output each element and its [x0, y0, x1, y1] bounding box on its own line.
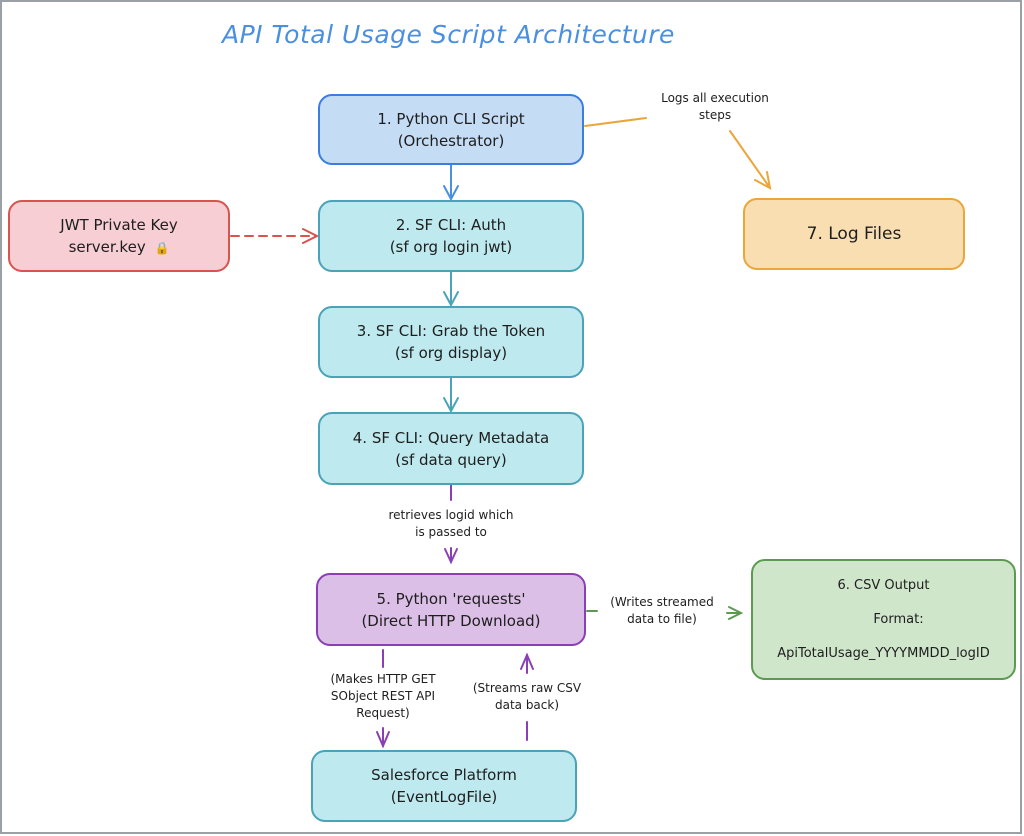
node-csv-output-format-value: ApiTotalUsage_YYYYMMDD_logID: [777, 645, 990, 661]
node-python-requests[interactable]: 5. Python 'requests' (Direct HTTP Downlo…: [316, 573, 586, 646]
arrow-request: [376, 649, 390, 749]
label-makes-request: (Makes HTTP GET SObject REST API Request…: [330, 672, 436, 720]
node-log-files-title: 7. Log Files: [806, 224, 902, 244]
node-sf-auth-subtitle: (sf org login jwt): [389, 238, 513, 256]
diagram-title: API Total Usage Script Architecture: [222, 20, 675, 49]
node-sf-query[interactable]: 4. SF CLI: Query Metadata (sf data query…: [318, 412, 584, 485]
arrow-4-to-5: [444, 484, 458, 565]
arrow-writes: [586, 606, 744, 620]
node-python-cli-subtitle: (Orchestrator): [397, 131, 505, 150]
arrow-logs: [584, 117, 772, 190]
node-jwt-key-file: server.key 🔒: [69, 236, 170, 259]
node-python-requests-subtitle: (Direct HTTP Download): [361, 611, 541, 630]
node-sf-token-title: 3. SF CLI: Grab the Token: [356, 322, 546, 340]
node-sf-query-title: 4. SF CLI: Query Metadata: [352, 428, 550, 447]
node-salesforce-platform-subtitle: (EventLogFile): [390, 788, 498, 806]
node-sf-auth-title: 2. SF CLI: Auth: [395, 216, 507, 234]
node-jwt-key-filename: server.key: [68, 237, 146, 256]
arrow-response: [520, 652, 534, 741]
node-salesforce-platform-title: Salesforce Platform: [371, 766, 517, 784]
label-retrieves: retrieves logid which is passed to: [388, 508, 514, 539]
node-jwt-key[interactable]: JWT Private Key server.key 🔒: [8, 200, 230, 272]
node-csv-output[interactable]: 6. CSV Output Format: ApiTotalUsage_YYYY…: [751, 559, 1016, 680]
node-sf-token-subtitle: (sf org display): [394, 344, 508, 362]
node-jwt-key-title: JWT Private Key: [60, 215, 178, 234]
label-logs: Logs all execution steps: [661, 91, 769, 122]
node-log-files[interactable]: 7. Log Files: [743, 198, 965, 270]
node-salesforce-platform[interactable]: Salesforce Platform (EventLogFile): [311, 750, 577, 822]
node-csv-output-title: 6. CSV Output: [837, 577, 930, 593]
node-python-requests-title: 5. Python 'requests': [376, 589, 526, 608]
node-csv-output-format-label: Format:: [873, 611, 924, 627]
arrow-jwt-to-auth: [230, 228, 320, 244]
arrow-2-to-3: [443, 271, 459, 308]
lock-icon: 🔒: [154, 240, 170, 255]
arrow-1-to-2: [443, 164, 459, 202]
label-writes: (Writes streamed data to file): [610, 595, 714, 626]
arrow-3-to-4: [443, 377, 459, 414]
node-python-cli-title: 1. Python CLI Script: [377, 109, 525, 128]
node-sf-query-subtitle: (sf data query): [395, 450, 507, 469]
node-python-cli[interactable]: 1. Python CLI Script (Orchestrator): [318, 94, 584, 165]
node-sf-token[interactable]: 3. SF CLI: Grab the Token (sf org displa…: [318, 306, 584, 378]
label-streams-back: (Streams raw CSV data back): [472, 681, 582, 712]
node-sf-auth[interactable]: 2. SF CLI: Auth (sf org login jwt): [318, 200, 584, 272]
